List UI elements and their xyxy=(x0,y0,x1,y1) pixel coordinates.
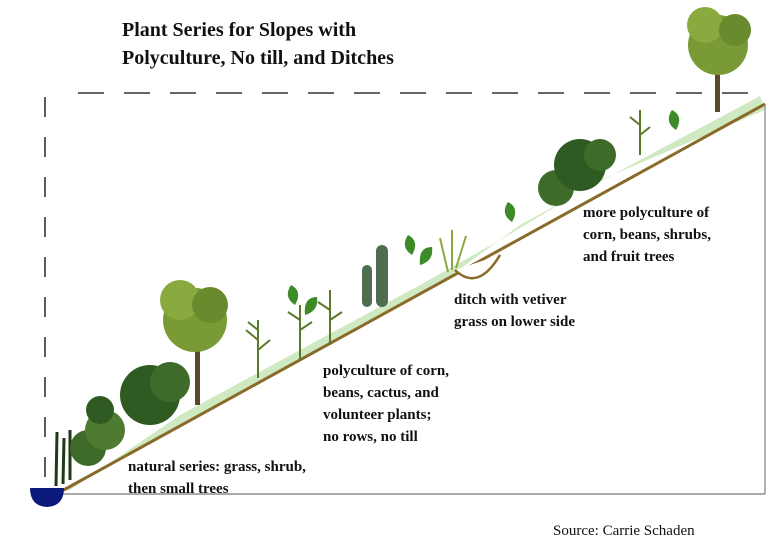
label-more-polyculture: more polyculture of corn, beans, shrubs,… xyxy=(583,202,711,268)
label-line: grass on lower side xyxy=(454,314,575,330)
label-line: no rows, no till xyxy=(323,429,418,445)
water-pool xyxy=(30,488,64,507)
label-line: natural series: grass, shrub, xyxy=(128,459,306,475)
diagram-title: Plant Series for Slopes with Polyculture… xyxy=(122,16,394,72)
bean-plants xyxy=(287,235,433,315)
ditch xyxy=(454,254,502,280)
label-natural-series: natural series: grass, shrub, then small… xyxy=(128,456,306,500)
label-line: ditch with vetiver xyxy=(454,292,567,308)
upper-plants xyxy=(504,110,680,222)
reed-plants xyxy=(54,430,72,487)
fruit-tree xyxy=(687,7,751,112)
label-line: volunteer plants; xyxy=(323,407,432,423)
small-tree xyxy=(160,280,228,405)
label-line: polyculture of corn, xyxy=(323,363,449,379)
label-line: and fruit trees xyxy=(583,249,675,265)
title-line-1: Plant Series for Slopes with xyxy=(122,19,357,41)
slope-line xyxy=(59,102,766,494)
label-line: then small trees xyxy=(128,481,229,497)
title-line-2: Polyculture, No till, and Ditches xyxy=(122,47,394,69)
bottom-shrubs xyxy=(70,362,190,466)
cactus-plant xyxy=(362,245,388,307)
label-polyculture: polyculture of corn, beans, cactus, and … xyxy=(323,360,449,448)
label-line: beans, cactus, and xyxy=(323,385,439,401)
label-line: corn, beans, shrubs, xyxy=(583,227,711,243)
corn-plants xyxy=(245,290,343,378)
label-ditch: ditch with vetiver grass on lower side xyxy=(454,289,575,333)
grass-band xyxy=(62,96,765,490)
vetiver-grass xyxy=(439,230,467,273)
label-line: more polyculture of xyxy=(583,205,710,221)
source-credit: Source: Carrie Schaden xyxy=(553,523,695,539)
